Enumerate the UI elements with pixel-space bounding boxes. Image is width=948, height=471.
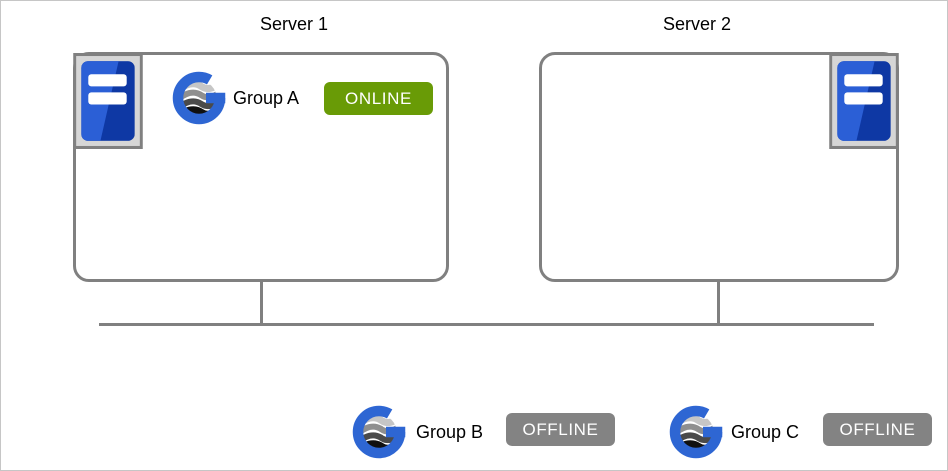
group-b-label: Group B: [416, 422, 484, 442]
network-bus-line: [99, 323, 874, 326]
server-tower-icon: [829, 53, 899, 149]
server2-network-connector-line: [717, 281, 720, 325]
group-globe-logo-icon: [668, 404, 724, 460]
group-c-label: Group C: [731, 422, 800, 442]
server1-label: Server 1: [259, 14, 329, 34]
server-tower-icon: [73, 53, 143, 149]
group-c-status-badge: OFFLINE: [823, 413, 932, 446]
server2-label: Server 2: [662, 14, 732, 34]
server1-network-connector-line: [260, 281, 263, 325]
group-a-label: Group A: [233, 88, 300, 108]
group-globe-logo-icon: [171, 70, 227, 126]
group-a-status-badge: ONLINE: [324, 82, 433, 115]
group-b-status-badge: OFFLINE: [506, 413, 615, 446]
group-globe-logo-icon: [351, 404, 407, 460]
